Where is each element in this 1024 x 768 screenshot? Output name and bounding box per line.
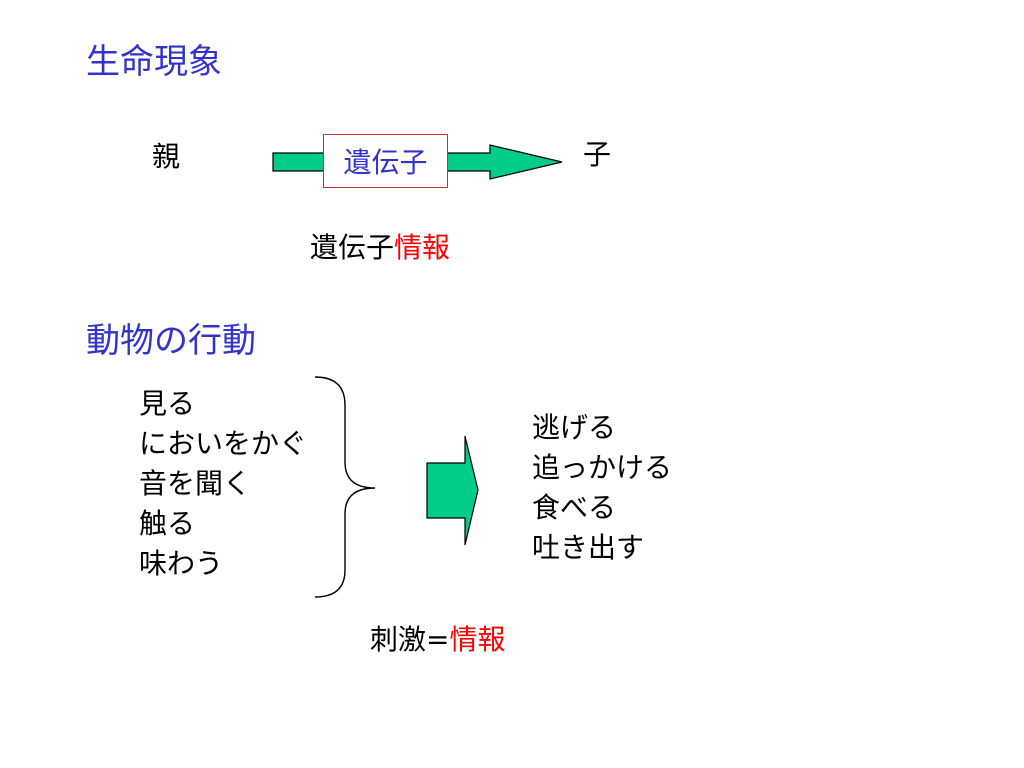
gene-info-caption-highlight: 情報: [394, 231, 451, 264]
stimulus-item: においをかぐ: [139, 427, 308, 460]
stimulus-item: 見る: [139, 387, 196, 420]
stimulus-item: 音を聞く: [139, 467, 252, 500]
response-item: 逃げる: [532, 411, 617, 444]
response-list: 逃げる 追っかける 食べる 吐き出す: [532, 408, 672, 568]
response-item: 食べる: [532, 491, 617, 524]
gene-info-caption-prefix: 遺伝子: [310, 231, 395, 264]
stimulus-info-caption-highlight: 情報: [449, 623, 506, 656]
stimulus-item: 触る: [139, 507, 196, 540]
parent-label: 親: [152, 140, 181, 173]
gene-label: 遺伝子: [343, 146, 428, 179]
section-title-phenomenon: 生命現象: [86, 42, 222, 82]
stimulus-list: 見る においをかぐ 音を聞く 触る 味わう: [139, 384, 307, 584]
section-title-behavior: 動物の行動: [86, 321, 256, 361]
gene-box: 遺伝子: [323, 134, 448, 188]
response-item: 追っかける: [532, 451, 673, 484]
gene-info-caption: 遺伝子情報: [310, 231, 450, 265]
response-arrow: [426, 435, 479, 546]
stimulus-info-caption: 刺激=情報: [370, 623, 505, 657]
stimulus-info-caption-prefix: 刺激=: [370, 623, 450, 656]
stimulus-item: 味わう: [139, 547, 224, 580]
input-brace: [314, 376, 376, 598]
response-item: 吐き出す: [532, 531, 645, 564]
child-label: 子: [583, 138, 612, 171]
